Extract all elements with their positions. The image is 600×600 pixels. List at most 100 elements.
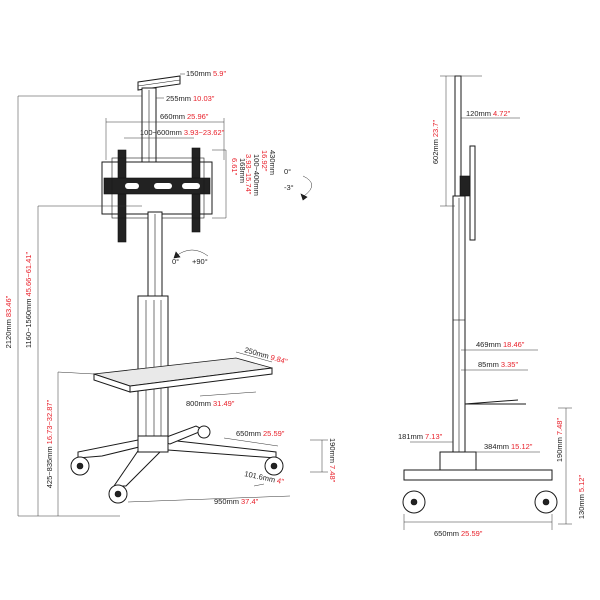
dim-130-in: 5.12" <box>577 475 586 493</box>
side-shelf-bracket <box>464 386 519 405</box>
dim-190-right: 190mm7.48" <box>555 418 564 463</box>
dim-168-mm: 168mm <box>238 158 247 183</box>
dim-430: 430mm <box>268 150 277 175</box>
side-tv-panel <box>469 145 476 241</box>
dim-950-in: 37.4" <box>241 497 259 506</box>
dim-130-mm: 130mm <box>577 494 586 519</box>
dim-168-in: 6.61" <box>230 158 239 176</box>
bracket-arm-left <box>117 149 127 243</box>
dim-1160-mm: 1160~1560mm <box>24 298 33 348</box>
dim-2120-mm: 2120mm <box>4 319 13 348</box>
dim-1160-in: 45.66~61.41" <box>24 252 33 297</box>
dim-130: 130mm5.12" <box>577 475 586 520</box>
dim-430-in: 16.92" <box>260 150 269 172</box>
dim-255-mm: 255mm <box>166 94 191 103</box>
caster-front-hub <box>114 490 122 498</box>
dim-425-mm: 425~835mm <box>45 446 54 488</box>
dim-120-mm: 120mm <box>466 109 491 118</box>
side-mount-block <box>459 175 471 197</box>
bracket-slot-1 <box>154 183 172 189</box>
base-hub <box>137 435 169 453</box>
tilt-minus-label: -3° <box>284 183 294 192</box>
dim-650-left-in: 25.59" <box>263 429 285 438</box>
dim-lines-left <box>17 73 328 517</box>
dim-1160: 1160~1560mm45.66~61.41" <box>24 252 33 349</box>
dim-100-400-mm: 100~400mm <box>252 154 261 196</box>
dim-425: 425~835mm 16.73~32.87" <box>45 399 54 488</box>
dim-100-400: 100~400mm <box>252 154 261 196</box>
dim-384-mm: 384mm <box>484 442 509 451</box>
dim-2120: 2120mm 83.46" <box>4 295 13 348</box>
base <box>77 425 277 487</box>
caster-right-hub <box>270 462 278 470</box>
dim-650-right-mm: 650mm <box>434 529 459 538</box>
swivel-arrow-head <box>173 251 181 259</box>
casters <box>70 425 284 504</box>
dim-650-right-in: 25.59" <box>461 529 483 538</box>
dim-650-left-mm: 650mm <box>236 429 261 438</box>
dim-100-600-mm: 100~600mm <box>140 128 182 137</box>
dim-800-in: 31.49" <box>213 399 235 408</box>
tilt-arrow-head <box>300 193 308 201</box>
dim-lines-right <box>403 75 572 530</box>
dim-100-600-in: 3.93~23.62" <box>184 128 225 137</box>
dim-85-in: 3.35" <box>501 360 519 369</box>
swivel-plus-label: +90° <box>192 257 208 266</box>
bracket-slot-2 <box>182 183 200 189</box>
dim-602-mm: 602mm <box>431 139 440 164</box>
caster-left-hub <box>76 462 84 470</box>
dim-384-in: 15.12" <box>511 442 533 451</box>
dim-250-in: 9.84" <box>269 353 288 367</box>
dim-250-mm: 250mm <box>243 345 270 361</box>
dim-190-left-in: 7.48" <box>328 465 337 483</box>
bracket-slot-3 <box>125 183 139 189</box>
dim-190-right-in: 7.48" <box>555 418 564 436</box>
dim-425-in: 16.73~32.87" <box>45 399 54 444</box>
dim-800-mm: 800mm <box>186 399 211 408</box>
dim-430-mm: 430mm <box>268 150 277 175</box>
dim-602-in: 23.7" <box>431 120 440 138</box>
dim-190-right-mm: 190mm <box>555 437 564 462</box>
caster-back <box>197 425 211 439</box>
dim-602: 602mm23.7" <box>431 120 440 165</box>
dim-2120-in: 83.46" <box>4 295 13 317</box>
dim-255-in: 10.03" <box>193 94 215 103</box>
dim-190-left-mm: 190mm <box>328 438 337 463</box>
dim-660-in: 25.96" <box>187 112 209 121</box>
base-leg-front <box>113 447 166 487</box>
dim-950-mm: 950mm <box>214 497 239 506</box>
top-cap-edge <box>137 79 181 87</box>
side-base <box>403 469 553 481</box>
shelf-side-lip <box>129 367 273 393</box>
dim-150-in: 5.9" <box>213 69 226 78</box>
dim-150-mm: 150mm <box>186 69 211 78</box>
dim-120-in: 4.72" <box>493 109 511 118</box>
side-base-foot <box>439 451 477 471</box>
side-caster-left-hub <box>410 498 418 506</box>
dim-181-in: 7.13" <box>425 432 443 441</box>
tilt-zero-label: 0° <box>284 167 291 176</box>
dim-181-mm: 181mm <box>398 432 423 441</box>
dim-469-in: 18.46" <box>503 340 525 349</box>
dim-168: 168mm <box>238 158 247 183</box>
dim-101-in: 4" <box>276 476 285 486</box>
dim-100-400-in: 3.93~15.74" <box>244 154 253 195</box>
dim-190-left: 190mm 7.48" <box>328 438 337 483</box>
swivel-arrow <box>175 249 209 257</box>
side-caster-right-hub <box>542 498 550 506</box>
dim-85-mm: 85mm <box>478 360 499 369</box>
